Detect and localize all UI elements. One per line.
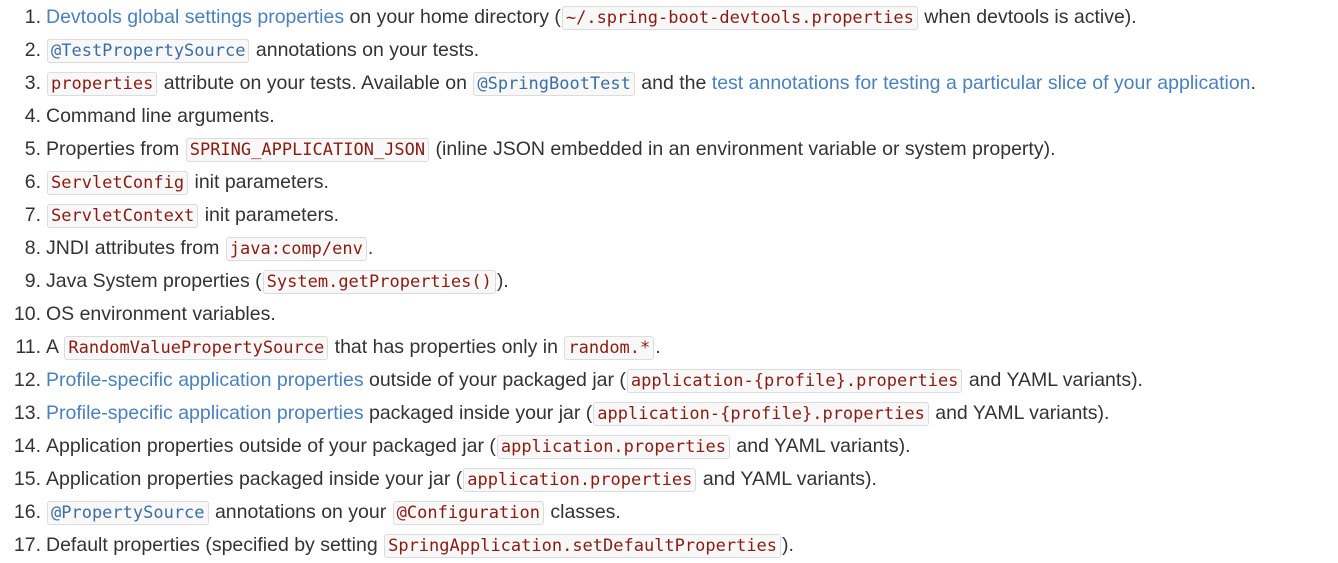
list-item: 5.Properties from SPRING_APPLICATION_JSO… xyxy=(0,133,1256,166)
inline-code: application.properties xyxy=(496,435,731,459)
list-item-text: (inline JSON embedded in an environment … xyxy=(430,138,1056,160)
list-item: 9.Java System properties (System.getProp… xyxy=(0,265,1256,298)
list-item-text: ). xyxy=(496,270,509,292)
list-item-text: that has properties only in xyxy=(329,336,564,358)
list-item: 4.Command line arguments. xyxy=(0,100,1256,133)
list-item-number: 1. xyxy=(24,6,41,28)
list-item: 16. @PropertySource annotations on your @… xyxy=(0,496,1256,529)
list-item-text: init parameters. xyxy=(199,204,340,226)
doc-link[interactable]: Profile-specific application properties xyxy=(46,369,364,391)
list-item: 17.Default properties (specified by sett… xyxy=(0,529,1256,562)
list-item-number: 11. xyxy=(15,336,41,358)
list-item-number: 8. xyxy=(24,237,41,259)
list-item-number: 14. xyxy=(13,435,41,457)
inline-code: application.properties xyxy=(463,468,697,492)
list-item-number: 4. xyxy=(24,105,41,127)
list-item: 15.Application properties packaged insid… xyxy=(0,463,1256,496)
list-item-text: packaged inside your jar ( xyxy=(363,402,593,424)
list-item: 10.OS environment variables. xyxy=(0,298,1256,331)
inline-code: RandomValuePropertySource xyxy=(64,336,329,360)
list-item: 6. ServletConfig init parameters. xyxy=(0,166,1256,199)
doc-link[interactable]: test annotations for testing a particula… xyxy=(711,72,1251,94)
list-item: 14.Application properties outside of you… xyxy=(0,430,1256,463)
list-item-text: when devtools is active). xyxy=(918,6,1137,28)
list-item-text: Application properties outside of your p… xyxy=(46,435,496,457)
list-item-text: . xyxy=(655,336,661,358)
list-item-text: outside of your packaged jar ( xyxy=(363,369,626,391)
inline-code: @Configuration xyxy=(392,501,544,525)
list-item-text: init parameters. xyxy=(189,171,329,193)
list-item: 8.JNDI attributes from java:comp/env. xyxy=(0,232,1256,265)
list-item: 3. properties attribute on your tests. Av… xyxy=(0,67,1256,100)
inline-code: properties xyxy=(47,72,158,96)
list-item-text: Properties from xyxy=(46,138,185,160)
list-item-number: 15. xyxy=(13,468,41,490)
list-item-text: and YAML variants). xyxy=(697,468,877,490)
list-item-text: and YAML variants). xyxy=(731,435,911,457)
list-item-text: and YAML variants). xyxy=(929,402,1110,424)
list-item: 11.A RandomValuePropertySource that has … xyxy=(0,331,1256,364)
list-item-text: on your home directory ( xyxy=(344,6,561,28)
list-item-text: . xyxy=(1250,72,1256,94)
inline-code: random.* xyxy=(564,336,655,360)
property-source-order-list: 1.Devtools global settings properties on… xyxy=(0,1,1256,562)
doc-link[interactable]: Devtools global settings properties xyxy=(46,6,345,28)
inline-code: ~/.spring-boot-devtools.properties xyxy=(561,6,918,30)
list-item-text: Java System properties ( xyxy=(46,270,262,292)
list-item-text: attribute on your tests. Available on xyxy=(158,72,473,94)
list-item: 12.Profile-specific application properti… xyxy=(0,364,1256,397)
list-item-text: annotations on your tests. xyxy=(250,39,480,61)
list-item-number: 16. xyxy=(13,501,41,523)
list-item-number: 12. xyxy=(13,369,41,391)
list-item-text: ). xyxy=(782,534,794,556)
list-item: 13.Profile-specific application properti… xyxy=(0,397,1256,430)
list-item-number: 17. xyxy=(13,534,41,556)
list-item: 1.Devtools global settings properties on… xyxy=(0,1,1256,34)
inline-code: SpringApplication.setDefaultProperties xyxy=(384,534,782,558)
list-item-text: and the xyxy=(635,72,712,94)
inline-code: SPRING_APPLICATION_JSON xyxy=(185,138,430,162)
list-item-text: OS environment variables. xyxy=(46,303,276,325)
inline-code: System.getProperties() xyxy=(262,270,496,294)
list-item-number: 10. xyxy=(13,303,41,325)
inline-code: @PropertySource xyxy=(47,501,209,525)
inline-code: application-{profile}.properties xyxy=(593,402,929,426)
list-item-number: 13. xyxy=(13,402,41,424)
inline-code: application-{profile}.properties xyxy=(626,369,963,393)
list-item-number: 7. xyxy=(24,204,41,226)
doc-link[interactable]: Profile-specific application properties xyxy=(46,402,364,424)
list-item-text: A xyxy=(46,336,64,358)
inline-code: ServletContext xyxy=(47,204,199,228)
list-item-number: 6. xyxy=(24,171,41,193)
list-item-text: classes. xyxy=(544,501,621,523)
list-item-text: Default properties (specified by setting xyxy=(46,534,384,556)
inline-code: @TestPropertySource xyxy=(47,39,250,63)
list-item: 2. @TestPropertySource annotations on you… xyxy=(0,34,1256,67)
list-item-number: 5. xyxy=(24,138,41,160)
list-item-number: 2. xyxy=(24,39,41,61)
list-item-text: annotations on your xyxy=(209,501,392,523)
list-item-number: 9. xyxy=(24,270,41,292)
inline-code: ServletConfig xyxy=(47,171,189,195)
list-item-text: JNDI attributes from xyxy=(46,237,225,259)
list-item-number: 3. xyxy=(24,72,41,94)
list-item-text: and YAML variants). xyxy=(963,369,1143,391)
list-item-text: Command line arguments. xyxy=(46,105,275,127)
list-item-text: . xyxy=(367,237,374,259)
list-item-text: Application properties packaged inside y… xyxy=(46,468,463,490)
list-item: 7. ServletContext init parameters. xyxy=(0,199,1256,232)
inline-code: @SpringBootTest xyxy=(473,72,635,96)
inline-code: java:comp/env xyxy=(225,237,367,261)
